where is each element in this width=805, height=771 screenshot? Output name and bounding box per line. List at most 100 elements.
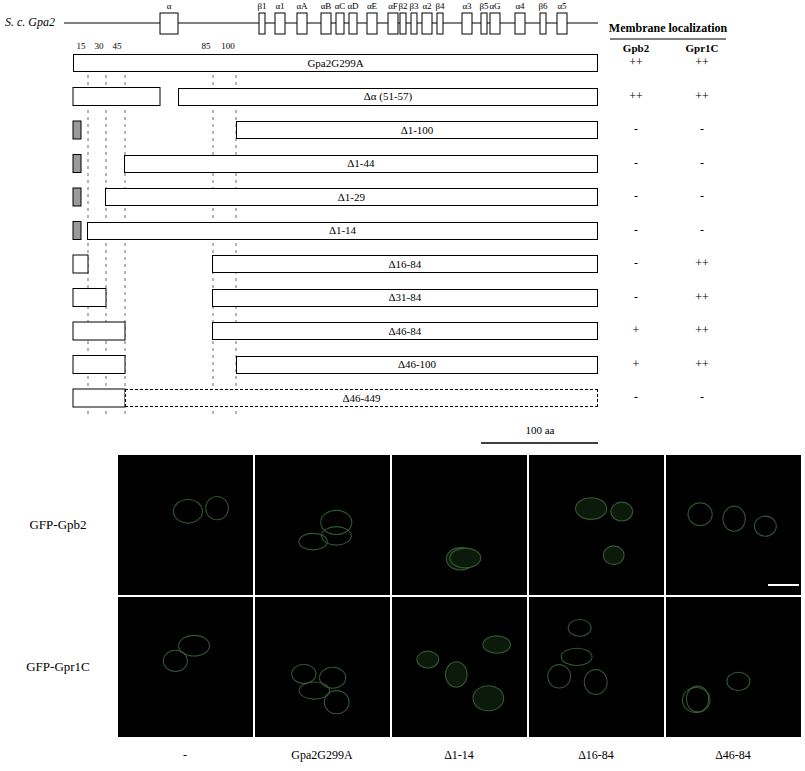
structure-element — [297, 13, 307, 34]
grey-segment — [73, 121, 81, 139]
structure-label: αB — [321, 2, 332, 12]
structure-element — [321, 13, 331, 34]
scale-label: 100 aa — [525, 424, 554, 436]
localization-score: - — [634, 157, 638, 170]
localization-score: ++ — [695, 291, 709, 304]
micrograph-panel — [666, 455, 801, 595]
structure-label: αG — [489, 2, 500, 12]
column-header: Gpb2 — [623, 42, 649, 54]
cell-outline — [561, 648, 592, 665]
structure-element — [259, 13, 265, 34]
cell-outline — [754, 516, 776, 536]
cell-outline — [548, 665, 571, 688]
structure-label: β5 — [479, 2, 488, 12]
structure-label: α — [167, 2, 172, 12]
construct-name: Δ1-14 — [329, 224, 356, 236]
structure-label: αA — [296, 2, 307, 12]
micrograph-panel — [255, 597, 390, 737]
cell-outline — [299, 682, 330, 699]
localization-score: - — [700, 391, 704, 404]
structure-element — [422, 13, 432, 34]
structure-element — [411, 13, 417, 34]
construct-bar: Δ31-84 — [212, 289, 598, 307]
cell-outline — [568, 619, 591, 636]
structure-element — [336, 13, 344, 34]
micrograph-panel — [666, 597, 801, 737]
structure-element — [540, 13, 546, 34]
cell-outline — [584, 670, 607, 695]
grey-segment — [73, 222, 81, 240]
structure-element — [481, 13, 487, 34]
column-label: Δ16-84 — [578, 749, 614, 762]
construct-bar: Δ16-84 — [212, 255, 598, 273]
micrograph-panel — [255, 455, 390, 595]
construct-name: Δ1-29 — [338, 191, 365, 203]
structure-element — [490, 13, 500, 34]
construct-segment — [73, 289, 106, 307]
construct-name: Δ46-100 — [398, 358, 436, 370]
cell-outline — [611, 502, 633, 521]
cell-outline — [320, 667, 346, 688]
localization-score: - — [634, 257, 638, 270]
cell-outline — [299, 533, 327, 550]
localization-score: - — [700, 123, 704, 136]
cell-outline — [321, 527, 351, 545]
localization-score: + — [633, 324, 640, 337]
micro-scale-bar — [768, 584, 799, 586]
structure-label: β2 — [398, 2, 407, 12]
cell-outline — [576, 498, 607, 520]
cell-outline — [445, 662, 467, 687]
cell-outline — [473, 686, 504, 711]
structure-label: α3 — [462, 2, 471, 12]
structure-element — [275, 13, 285, 34]
construct-segment — [73, 88, 160, 106]
residue-number: 45 — [113, 42, 122, 52]
localization-score: + — [633, 358, 640, 371]
localization-score: ++ — [695, 90, 709, 103]
micrograph-panel — [529, 455, 664, 595]
structure-element — [437, 13, 443, 34]
structure-element — [349, 13, 357, 34]
micrograph-panel — [529, 597, 664, 737]
structure-label: α1 — [275, 2, 284, 12]
construct-bar: Δ1-100 — [236, 121, 598, 139]
localization-score: - — [634, 123, 638, 136]
structure-label: αC — [335, 2, 346, 12]
cell-outline — [688, 503, 712, 526]
structure-label: β1 — [257, 2, 266, 12]
structure-element — [160, 13, 178, 34]
localization-score: - — [700, 190, 704, 203]
construct-bar: Δ1-29 — [105, 188, 598, 206]
micrograph-panel — [118, 455, 253, 595]
column-label: - — [183, 749, 187, 762]
row-label: GFP-Gpr1C — [26, 660, 90, 674]
column-label: Δ46-84 — [715, 749, 751, 762]
cell-outline — [179, 635, 210, 656]
construct-bar: Δ46-84 — [212, 322, 598, 340]
construct-bar: Δα (51-57) — [178, 88, 598, 106]
localization-score: ++ — [695, 257, 709, 270]
construct-name: Δ16-84 — [389, 258, 422, 270]
structure-element — [367, 13, 377, 34]
structure-label: αD — [347, 2, 358, 12]
structure-label: α5 — [557, 2, 566, 12]
construct-name: Δ46-449 — [342, 392, 380, 404]
structure-label: αF — [388, 2, 398, 12]
cell-outline — [483, 636, 511, 653]
localization-score: - — [634, 224, 638, 237]
column-label: Δ1-14 — [444, 749, 474, 762]
construct-segment — [73, 389, 125, 407]
localization-score: - — [634, 391, 638, 404]
localization-score: ++ — [629, 56, 643, 69]
residue-number: 15 — [77, 42, 86, 52]
scale-bar — [481, 442, 598, 444]
construct-bar: Δ1-44 — [124, 155, 598, 173]
localization-score: ++ — [695, 358, 709, 371]
structure-element — [388, 13, 398, 34]
micrograph-panel — [392, 455, 527, 595]
construct-bar: Δ46-449 — [125, 389, 598, 407]
structure-label: α4 — [515, 2, 524, 12]
cell-outline — [723, 506, 745, 531]
grey-segment — [73, 155, 81, 173]
micrograph-panel — [392, 597, 527, 737]
